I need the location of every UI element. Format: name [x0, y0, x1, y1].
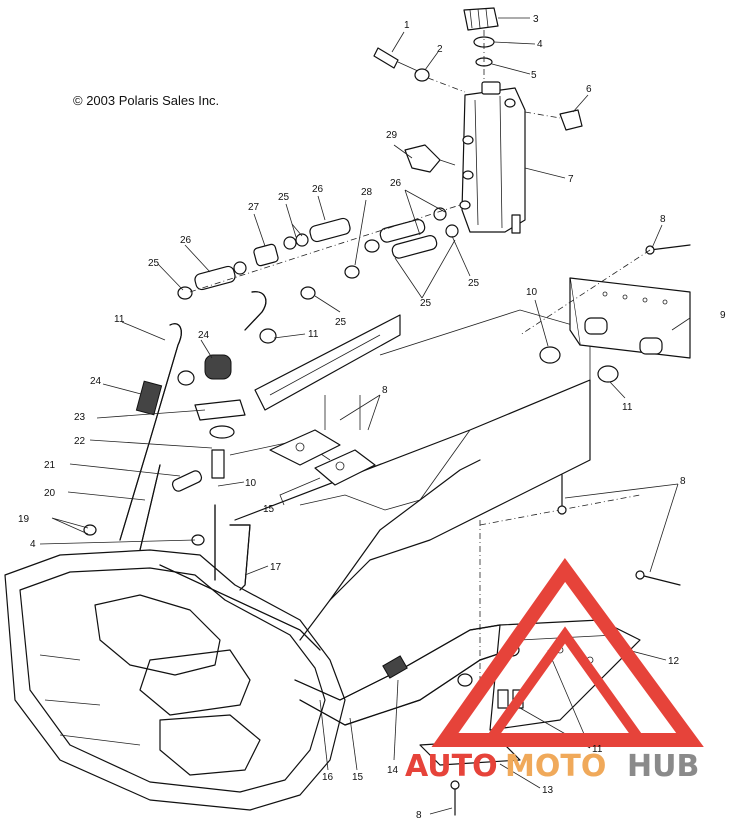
watermark-moto: MOTO	[505, 749, 606, 784]
reservoir-cap	[463, 7, 499, 80]
callout: 8	[416, 810, 422, 821]
callout: 8	[660, 214, 666, 225]
heat-exchanger	[254, 314, 401, 411]
fitting	[404, 144, 456, 173]
watermark-auto: AUTO	[405, 749, 498, 784]
hose-sections	[177, 204, 461, 300]
callout: 24	[198, 330, 210, 341]
callout: 26	[390, 178, 402, 189]
tunnel-outline	[229, 309, 641, 680]
callout: 4	[537, 39, 543, 50]
copyright-text: © 2003 Polaris Sales Inc.	[73, 93, 219, 108]
callout: 11	[592, 744, 603, 755]
callout: 29	[386, 130, 398, 141]
callout: 9	[720, 310, 726, 321]
callout: 22	[74, 436, 86, 447]
callout: 3	[533, 14, 539, 25]
callout: 10	[526, 287, 538, 298]
callout: 23	[74, 412, 86, 423]
callout: 21	[44, 460, 56, 471]
callout: 11	[622, 402, 633, 413]
bolt-top-right	[649, 244, 691, 251]
callout: 19	[18, 514, 30, 525]
coolant-reservoir	[459, 81, 526, 234]
callout: 25	[148, 258, 160, 269]
callout: 11	[114, 314, 125, 325]
callout: 2	[437, 44, 443, 55]
callout: 20	[44, 488, 56, 499]
callout: 26	[312, 184, 324, 195]
callout: 5	[531, 70, 537, 81]
callout: 28	[361, 187, 373, 198]
watermark-logo: AUTO MOTO HUB	[405, 558, 704, 784]
left-hose-assembly	[83, 291, 267, 591]
callout: 25	[335, 317, 347, 328]
bolt-washer	[373, 47, 466, 93]
callout: 15	[263, 504, 275, 515]
mount-bracket	[569, 277, 691, 359]
hose-clamps	[177, 328, 619, 386]
callout: 7	[568, 174, 574, 185]
leader-lines	[39, 17, 691, 815]
brackets	[269, 395, 376, 486]
clip	[559, 109, 583, 131]
callout: 14	[387, 765, 399, 776]
callout: 8	[382, 385, 388, 396]
bolt-bottom	[450, 780, 460, 816]
callout: 11	[308, 329, 319, 340]
callout: 24	[90, 376, 102, 387]
callout: 6	[586, 84, 592, 95]
callout: 26	[180, 235, 192, 246]
callout: 15	[352, 772, 364, 783]
callout: 10	[245, 478, 257, 489]
chassis-frame	[4, 549, 346, 811]
callout: 27	[248, 202, 260, 213]
callout: 1	[404, 20, 410, 31]
watermark-hub: HUB	[627, 749, 699, 784]
callout: 17	[270, 562, 282, 573]
bolts-right	[557, 474, 681, 586]
callout: 25	[420, 298, 432, 309]
callout-labels: 1 2 3 4 5 6 7 8 8 8 8 9 10 10 11 11 11 1…	[18, 14, 726, 821]
callout: 13	[542, 785, 554, 796]
callout: 4	[30, 539, 36, 550]
callout: 8	[680, 476, 686, 487]
callout: 16	[322, 772, 334, 783]
callout: 25	[468, 278, 480, 289]
callout: 25	[278, 192, 290, 203]
lower-hoses	[159, 564, 511, 726]
callout: 12	[668, 656, 680, 667]
